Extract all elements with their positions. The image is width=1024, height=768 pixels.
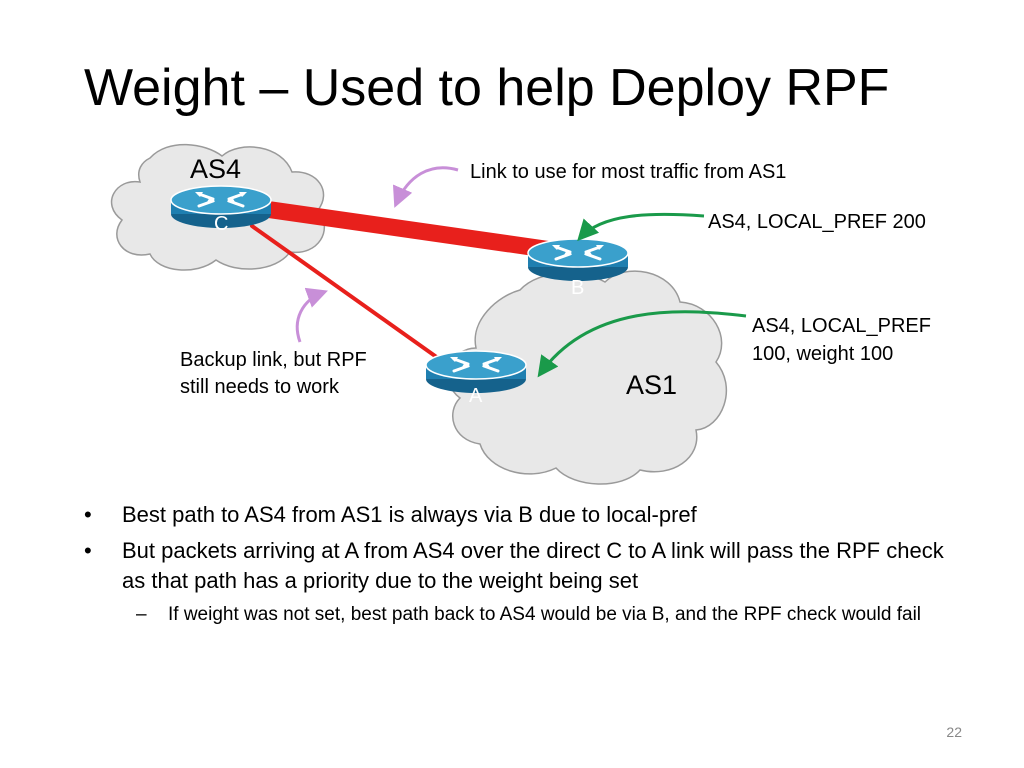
primary-link-annotation: Link to use for most traffic from AS1 — [470, 161, 787, 183]
router-a-label: A — [469, 385, 483, 407]
a-pref-callout-arrow — [537, 310, 747, 378]
sub-bullet-item: – If weight was not set, best path back … — [84, 602, 964, 628]
b-pref-callout-arrow — [577, 212, 705, 242]
as1-label: AS1 — [626, 370, 678, 400]
router-b-icon[interactable] — [526, 237, 630, 283]
a-pref-annotation-line1: AS4, LOCAL_PREF — [752, 315, 931, 337]
bullet-item: • But packets arriving at A from AS4 ove… — [84, 536, 964, 596]
bullet-list: • Best path to AS4 from AS1 is always vi… — [84, 500, 964, 628]
backup-link-annotation-line2: still needs to work — [180, 376, 339, 398]
bullet-text: But packets arriving at A from AS4 over … — [122, 538, 944, 593]
backup-link-annotation-line1: Backup link, but RPF — [180, 349, 367, 371]
sub-bullet-text: If weight was not set, best path back to… — [168, 604, 922, 625]
bullet-text: Best path to AS4 from AS1 is always via … — [122, 502, 697, 527]
router-c-label: C — [214, 213, 229, 235]
backup-link-c-to-a — [250, 224, 454, 370]
b-local-pref-annotation: AS4, LOCAL_PREF 200 — [708, 211, 926, 233]
bullet-glyph: • — [84, 538, 92, 563]
a-pref-annotation-line2: 100, weight 100 — [752, 343, 894, 365]
as4-label: AS4 — [190, 154, 242, 184]
dash-glyph: – — [136, 604, 147, 625]
primary-link-callout-arrow — [392, 166, 459, 208]
bullet-item: • Best path to AS4 from AS1 is always vi… — [84, 500, 964, 530]
router-b-label: B — [571, 277, 585, 299]
primary-link-c-to-b — [249, 199, 561, 259]
slide-title: Weight – Used to help Deploy RPF — [84, 59, 890, 117]
backup-link-callout-arrow — [295, 287, 328, 343]
page-number: 22 — [946, 724, 962, 740]
bullet-glyph: • — [84, 502, 92, 527]
